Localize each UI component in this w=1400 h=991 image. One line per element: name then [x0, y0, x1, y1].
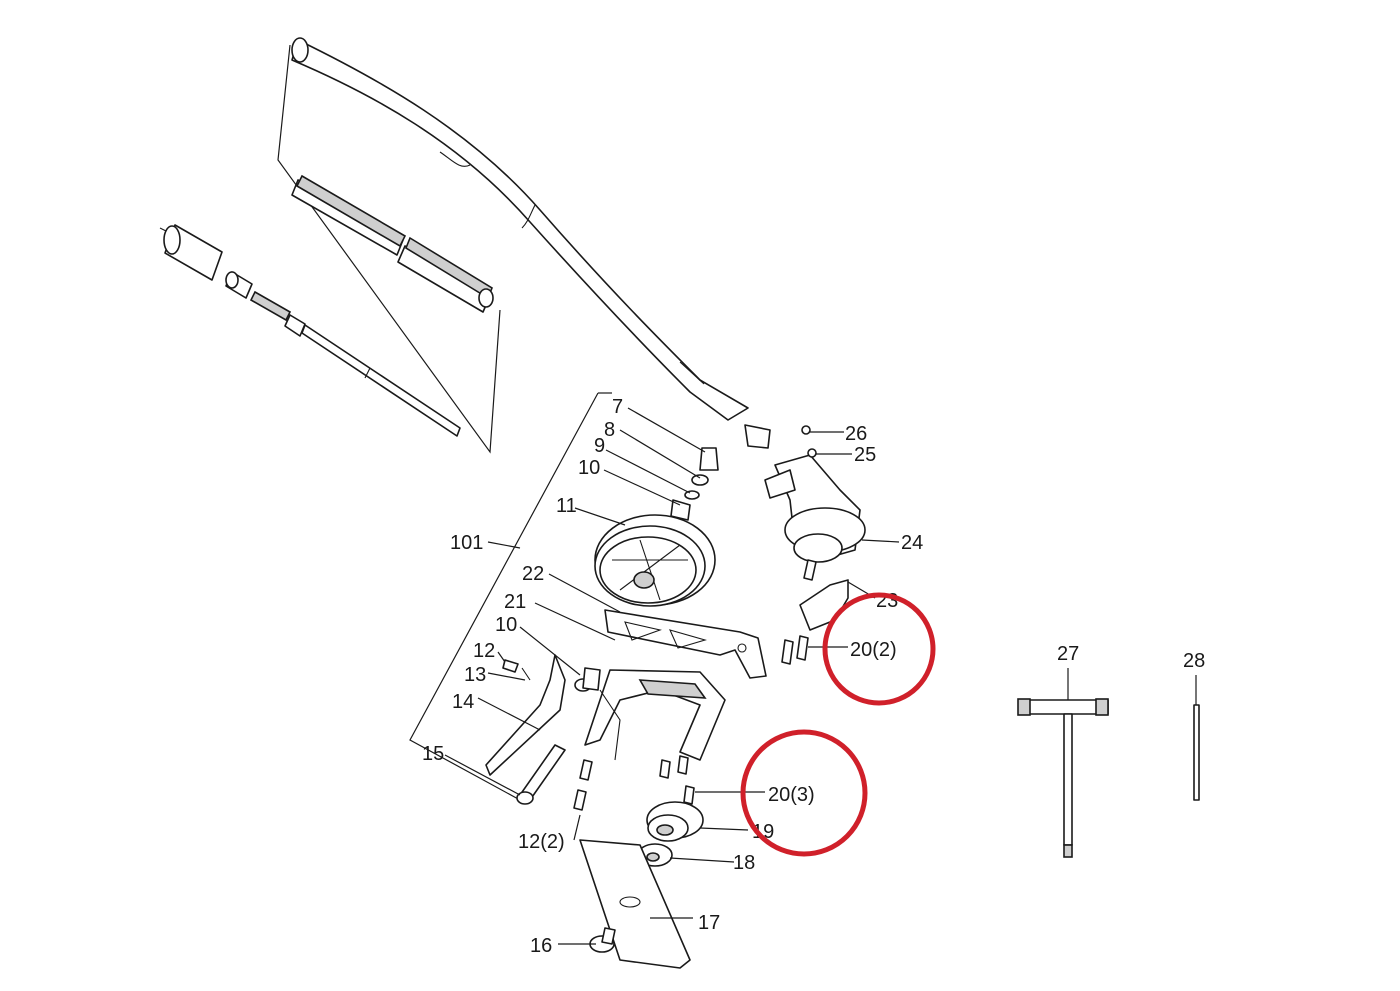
t-wrench-27 [1017, 698, 1109, 858]
wheel-arm [604, 609, 767, 679]
label-28: 28 [1183, 650, 1205, 672]
label-9: 9 [594, 435, 605, 457]
part-labels: 7 8 9 10 11 101 22 21 10 12 13 14 15 12(… [422, 396, 1205, 957]
curved-shaft [291, 37, 749, 421]
label-14: 14 [452, 691, 474, 713]
label-27: 27 [1057, 643, 1079, 665]
label-26: 26 [845, 423, 867, 445]
label-11: 11 [556, 495, 577, 517]
highlight-circles [740, 592, 936, 857]
shaft-bracket-frame [277, 44, 501, 454]
label-25: 25 [854, 444, 876, 466]
shaft-liner [291, 174, 494, 313]
label-13: 13 [464, 664, 486, 686]
bolt-16 [589, 927, 616, 953]
label-15: 15 [422, 743, 444, 765]
bracket-23 [799, 579, 849, 631]
label-16: 16 [530, 935, 552, 957]
label-17: 17 [698, 912, 720, 934]
edger-wheel [594, 514, 716, 607]
edger-blade [485, 654, 566, 805]
highlight-circle-20-2 [822, 592, 936, 706]
label-19: 19 [752, 821, 774, 843]
assembly-bracket [409, 392, 612, 801]
label-20-3: 20(3) [768, 784, 815, 806]
gearbox-head [744, 424, 866, 581]
label-21: 21 [504, 591, 526, 613]
label-24: 24 [901, 532, 923, 554]
label-18: 18 [733, 852, 755, 874]
flange-19 [646, 801, 704, 842]
edger-guard [584, 669, 726, 761]
label-12-2: 12(2) [518, 831, 565, 853]
label-7: 7 [612, 396, 623, 418]
label-8: 8 [604, 419, 615, 441]
screws-20 [659, 635, 809, 805]
label-20-2: 20(2) [850, 639, 897, 661]
label-22: 22 [522, 563, 544, 585]
small-hardware [502, 659, 601, 811]
label-101: 101 [450, 532, 483, 554]
label-10-top: 10 [578, 457, 600, 479]
pin-28 [1193, 704, 1200, 801]
leader-lines [444, 407, 1197, 945]
label-10-lower: 10 [495, 614, 517, 636]
axle-parts [670, 447, 719, 521]
label-12: 12 [473, 640, 495, 662]
highlight-circle-20-3 [740, 729, 868, 857]
drive-cable [159, 224, 461, 437]
